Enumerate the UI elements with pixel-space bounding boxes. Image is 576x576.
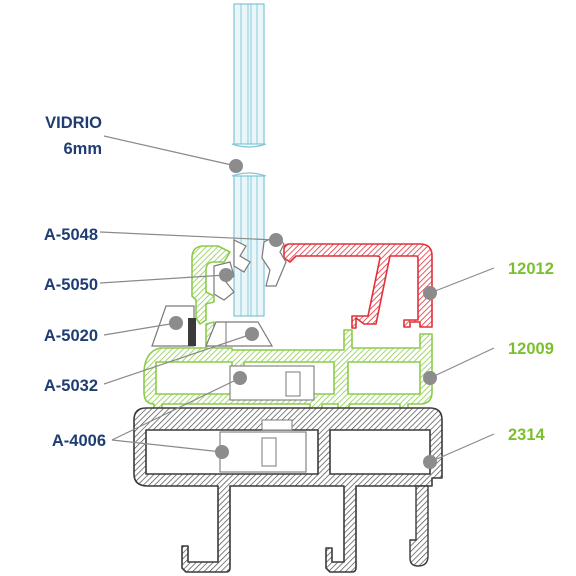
label-a5048: A-5048: [44, 226, 98, 244]
profile-12012: [283, 243, 433, 329]
glass-upper-section: [231, 3, 267, 148]
label-a5032: A-5032: [44, 377, 98, 395]
block-a5032: [205, 321, 274, 347]
dot-a5048: [269, 233, 283, 247]
dot-a5050: [219, 268, 233, 282]
dot-a4006-upper: [233, 371, 247, 385]
label-a4006: A-4006: [52, 432, 106, 450]
callout-dots: [169, 159, 437, 469]
dot-a5020: [169, 316, 183, 330]
dot-12012: [423, 286, 437, 300]
dot-vidrio: [229, 159, 243, 173]
dot-12009: [423, 371, 437, 385]
dot-a5032: [245, 327, 259, 341]
label-12012: 12012: [508, 260, 554, 278]
label-a5020: A-5020: [44, 327, 98, 345]
label-vidrio: VIDRIO: [45, 114, 102, 132]
profile-2314: [133, 407, 443, 573]
dot-2314: [423, 455, 437, 469]
label-2314: 2314: [508, 426, 546, 444]
label-vidrio-thickness: 6mm: [63, 140, 102, 158]
leader-lines: [99, 135, 495, 463]
label-a5050: A-5050: [44, 276, 98, 294]
dot-a4006-lower: [215, 445, 229, 459]
label-12009: 12009: [508, 340, 554, 358]
insert-a4006: [219, 365, 315, 473]
